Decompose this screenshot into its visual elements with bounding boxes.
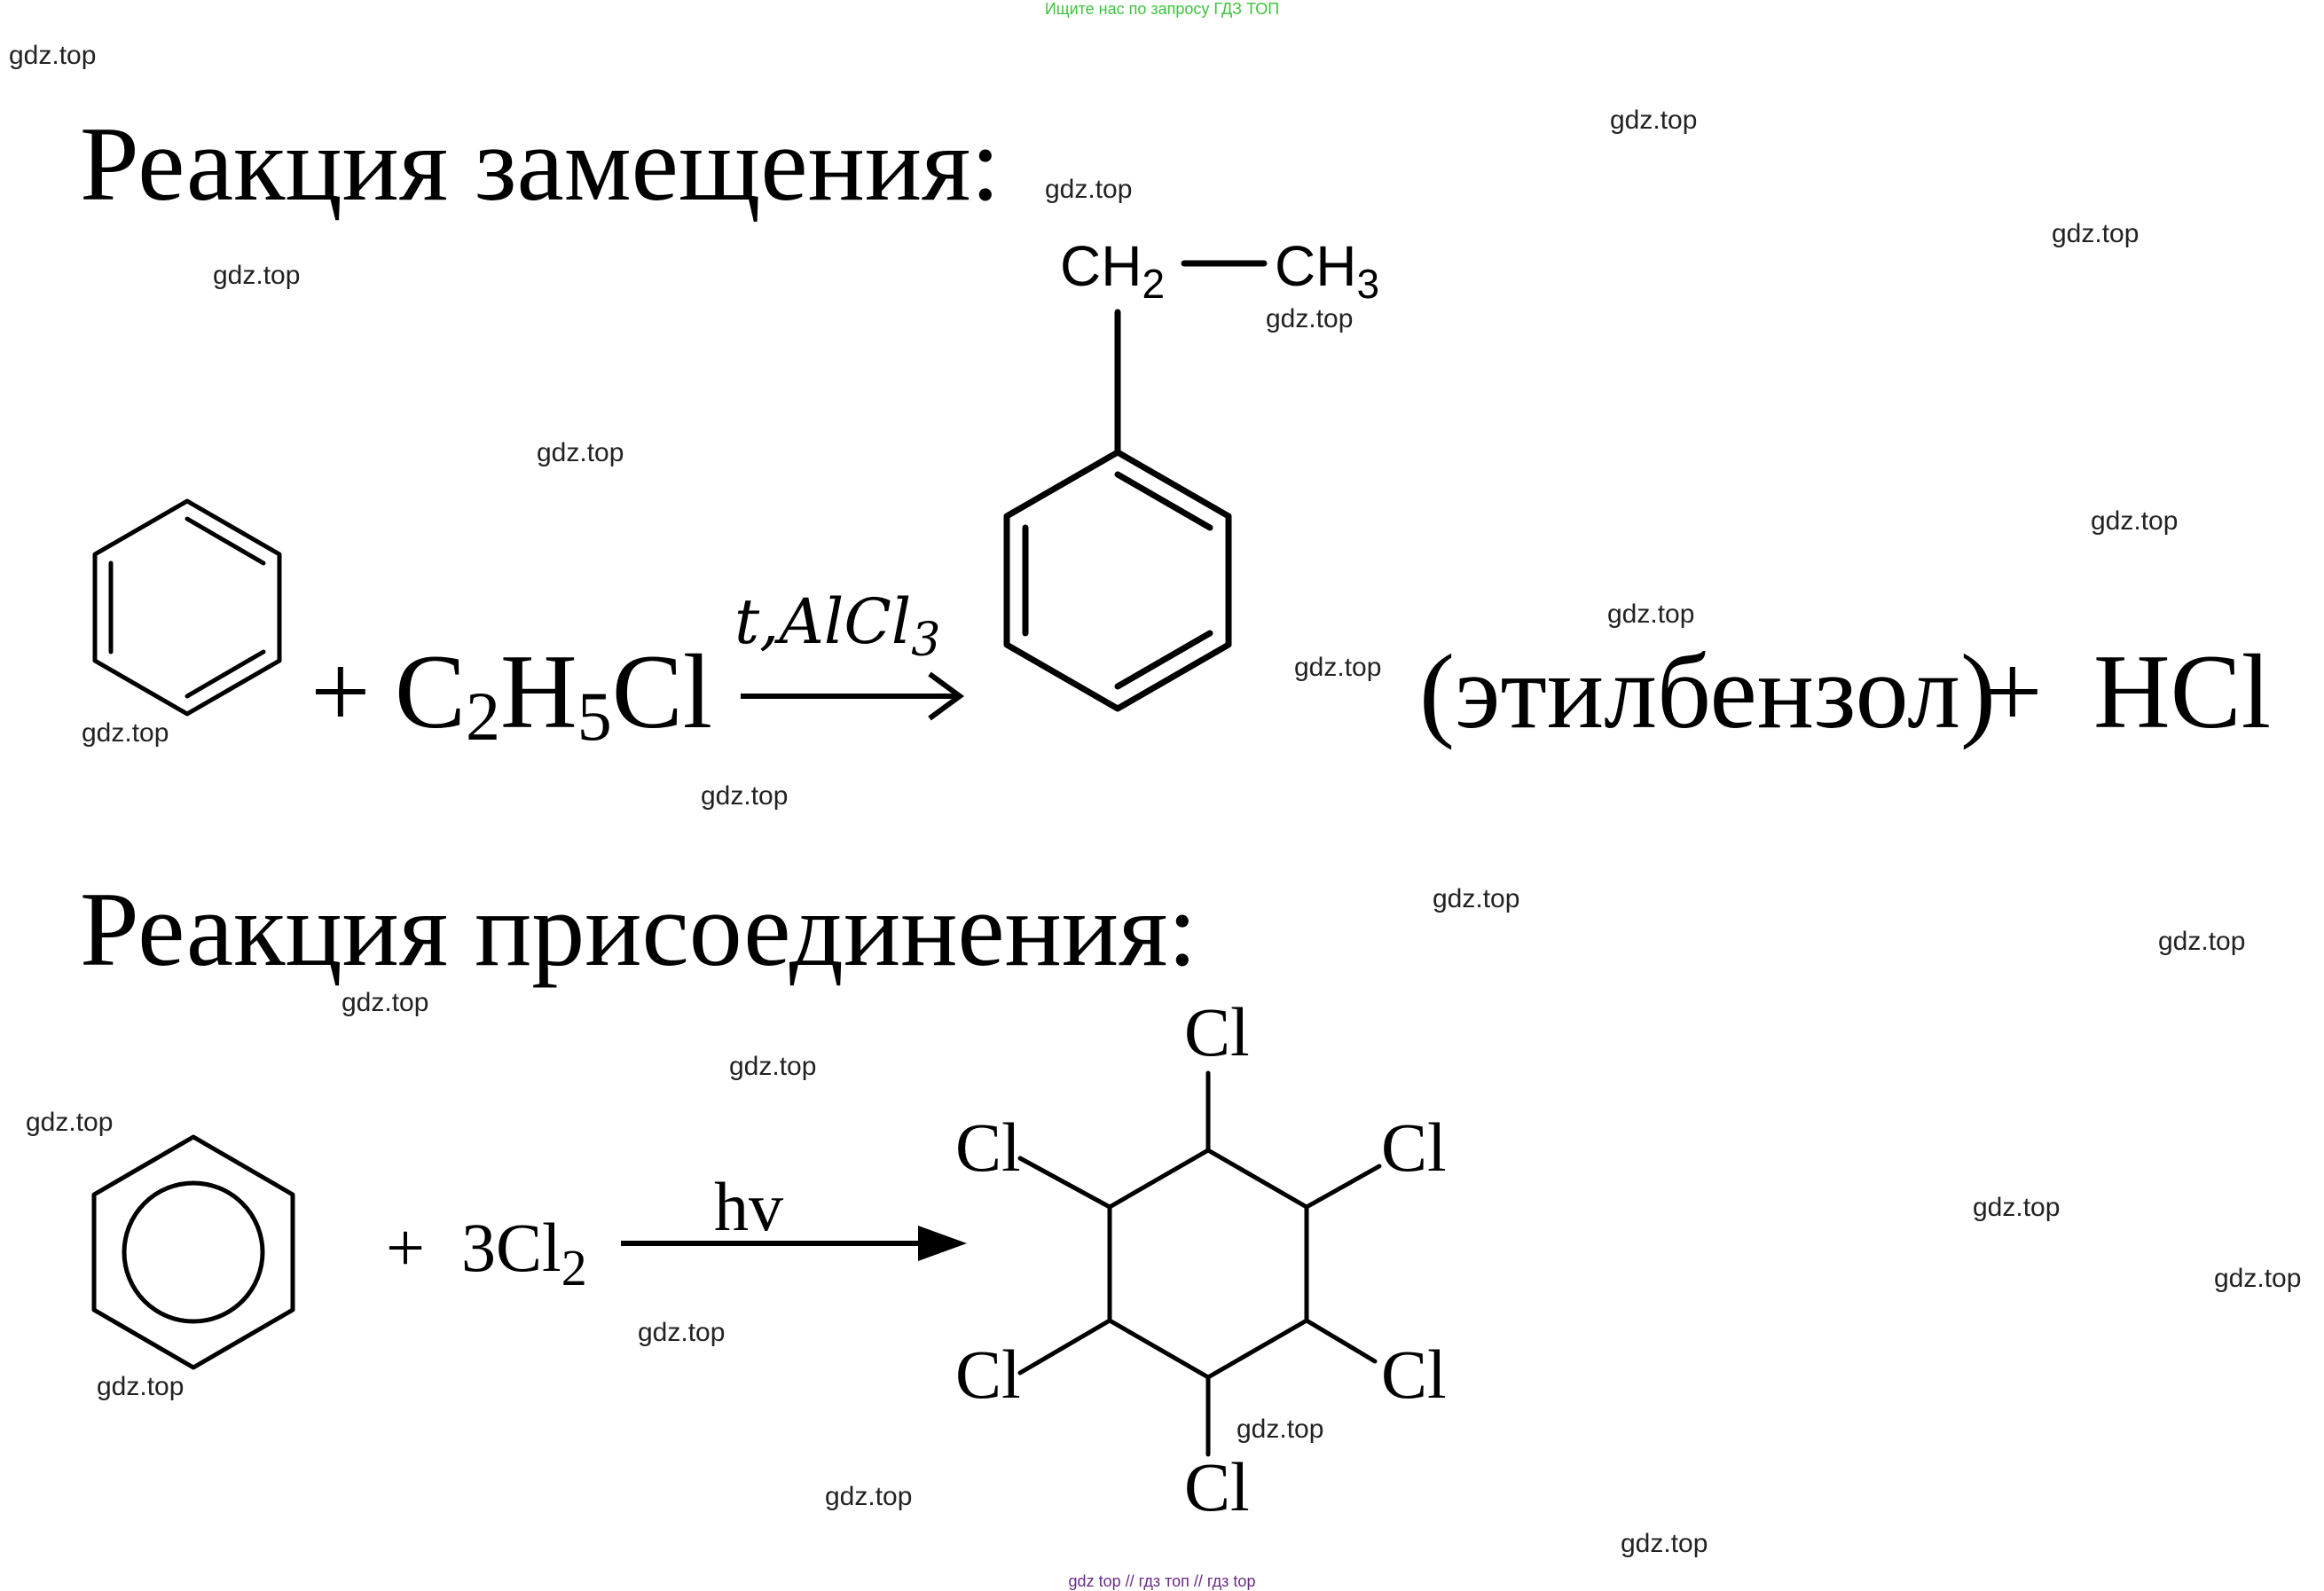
watermark: gdz.top: [2091, 506, 2178, 536]
watermarks: gdz.top gdz.top gdz.top gdz.top gdz.top …: [9, 41, 2301, 1558]
watermark: gdz.top: [1973, 1193, 2060, 1222]
watermark: gdz.top: [342, 988, 428, 1017]
watermark: gdz.top: [1045, 175, 1132, 204]
cl-bottom: Cl: [1184, 1448, 1250, 1525]
reaction-arrow-2: [621, 1226, 967, 1261]
watermark: gdz.top: [26, 1108, 113, 1137]
plus-sign-2: +: [1982, 632, 2043, 750]
watermark: gdz.top: [825, 1482, 912, 1511]
benzene-reactant-1: [92, 498, 282, 717]
benzene-reactant-2: [91, 1134, 295, 1370]
plus-sign-3: +: [386, 1209, 425, 1286]
ch2-group: CH2: [1060, 234, 1165, 307]
watermark: gdz.top: [2052, 219, 2139, 248]
site-footer: gdz top // гдз топ // гдз top: [1069, 1572, 1256, 1590]
watermark: gdz.top: [97, 1372, 184, 1401]
watermark: gdz.top: [1294, 653, 1381, 682]
reaction-arrow-1: [741, 671, 965, 721]
ch3-group: CH3: [1275, 234, 1379, 307]
cl-lower-left: Cl: [955, 1336, 1021, 1413]
plus-sign-1: +: [310, 632, 371, 750]
watermark: gdz.top: [1266, 304, 1353, 333]
watermark: gdz.top: [1237, 1415, 1323, 1444]
watermark: gdz.top: [2158, 927, 2245, 956]
watermark: gdz.top: [213, 261, 300, 290]
catalyst-condition: t,AlCl3: [734, 585, 940, 667]
watermark: gdz.top: [1621, 1529, 1708, 1558]
watermark: gdz.top: [2214, 1264, 2301, 1293]
watermark: gdz.top: [701, 781, 788, 811]
site-banner: Ищите нас по запросу ГДЗ ТОП: [1045, 0, 1279, 18]
substitution-heading: Реакция замещения:: [80, 105, 1001, 223]
cl-upper-right: Cl: [1381, 1109, 1447, 1186]
hcl-byproduct: HCl: [2093, 632, 2271, 750]
watermark: gdz.top: [1610, 106, 1697, 135]
watermark: gdz.top: [9, 41, 96, 70]
watermark: gdz.top: [82, 718, 169, 748]
addition-heading: Реакция присоединения:: [80, 870, 1197, 988]
cl-top: Cl: [1184, 993, 1250, 1070]
light-condition: hv: [714, 1168, 783, 1245]
watermark: gdz.top: [1433, 884, 1519, 913]
watermark: gdz.top: [638, 1318, 725, 1347]
cl-lower-right: Cl: [1381, 1336, 1447, 1413]
chlorine-reagent: 3Cl2: [461, 1209, 587, 1297]
watermark: gdz.top: [729, 1052, 816, 1081]
watermark: gdz.top: [1607, 600, 1694, 629]
product-name: (этилбензол): [1419, 632, 1996, 750]
cl-upper-left: Cl: [955, 1109, 1021, 1186]
chloroethane-formula: C2H5Cl: [395, 632, 712, 755]
ethylbenzene-structure: [1003, 260, 1268, 712]
watermark: gdz.top: [537, 438, 624, 467]
hexachlorocyclohexane-structure: [1017, 1070, 1382, 1457]
